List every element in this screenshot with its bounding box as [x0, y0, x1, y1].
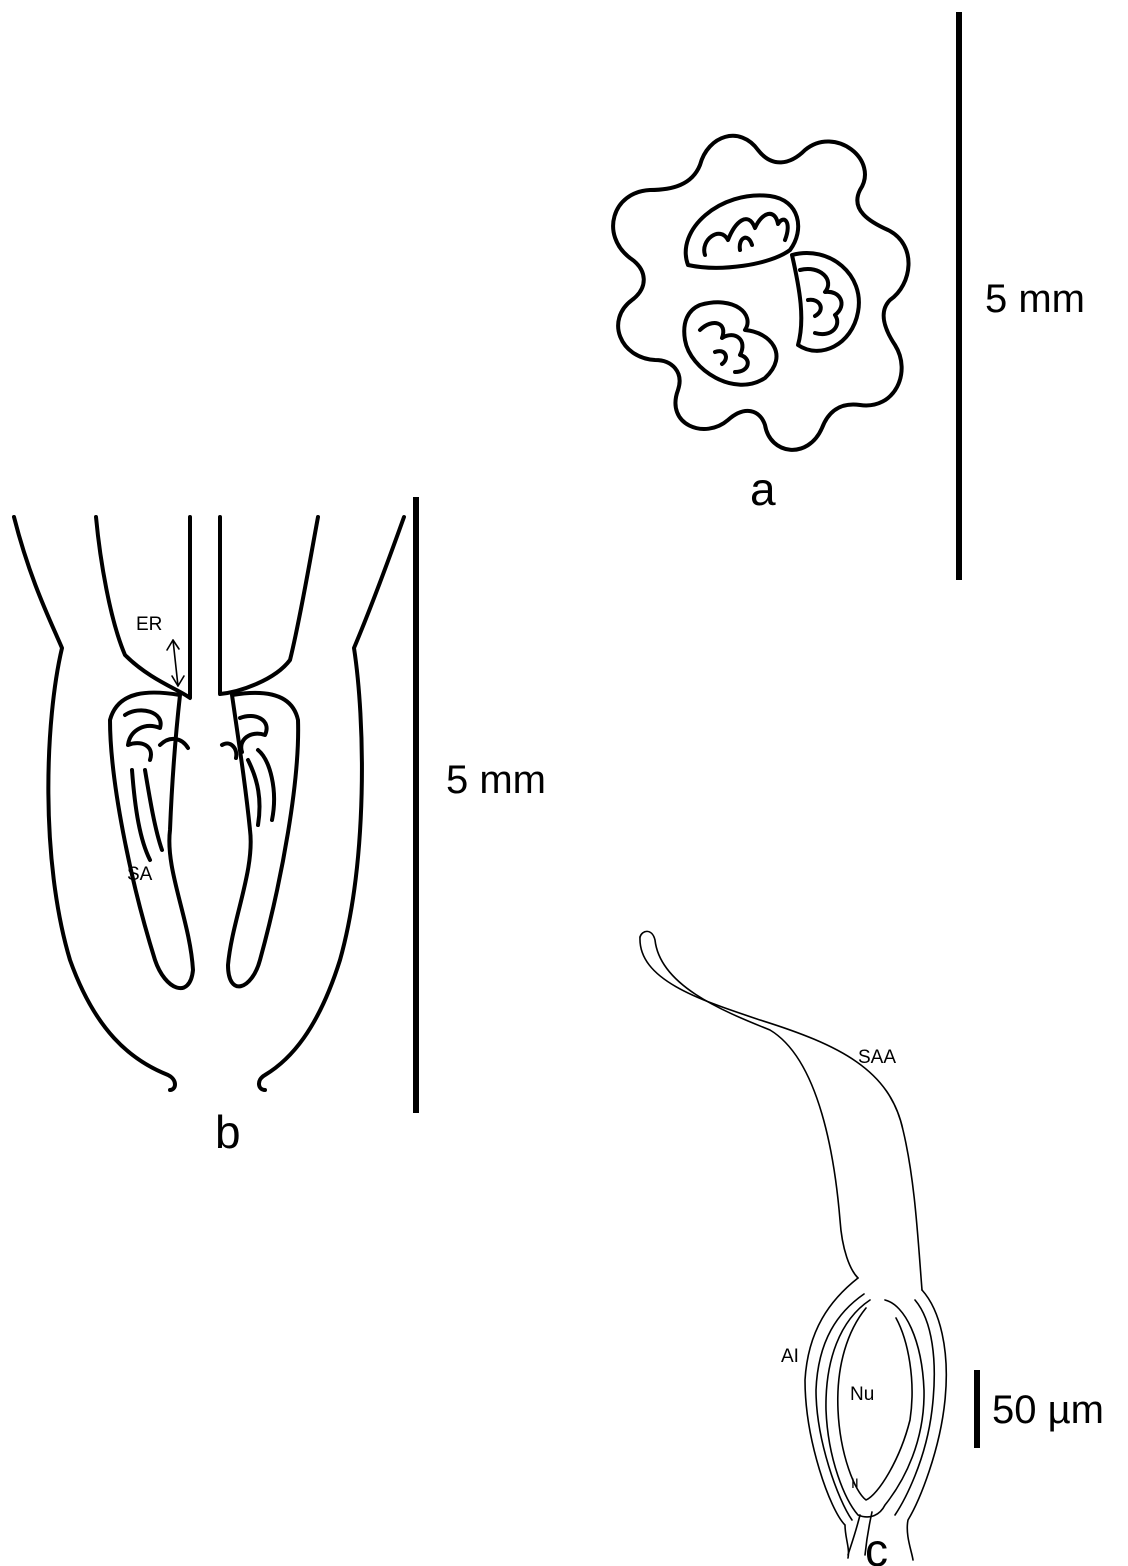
- panel-letter-a: a: [750, 463, 776, 515]
- ovule-folds-right: [800, 269, 842, 334]
- panel-c: SAA AI Nu II 50 µm c: [640, 931, 1104, 1566]
- inner-wall-right: [220, 517, 318, 694]
- locule-left: [110, 693, 193, 989]
- inner-integument: [826, 1300, 924, 1517]
- label-saa: SAA: [858, 1047, 896, 1068]
- panel-b: ER SA 5 mm b: [14, 497, 546, 1158]
- ovule-folds-left: [125, 710, 188, 860]
- cross-section-outline: [613, 136, 908, 450]
- panel-letter-c: c: [865, 1524, 888, 1566]
- label-ii: II: [851, 1475, 859, 1491]
- ovule-folds-bottom-left: [700, 323, 748, 372]
- scale-label-b: 5 mm: [446, 758, 546, 802]
- label-er: ER: [136, 614, 162, 635]
- ovule-folds-top: [704, 214, 788, 255]
- locule-top: [686, 195, 798, 267]
- stylar-appendage-right: [640, 937, 922, 1290]
- stylar-appendage-left: [640, 931, 858, 1278]
- panel-a: 5 mm a: [613, 12, 1085, 580]
- label-ai: AI: [781, 1346, 799, 1367]
- locule-right: [228, 693, 298, 987]
- scale-label-a: 5 mm: [985, 277, 1085, 321]
- nucellus: [838, 1308, 912, 1500]
- panel-letter-b: b: [215, 1106, 241, 1158]
- label-nu: Nu: [850, 1384, 874, 1405]
- scale-label-c: 50 µm: [992, 1388, 1104, 1432]
- locule-bottom-left: [684, 302, 776, 384]
- outer-wall-right: [259, 517, 404, 1090]
- label-sa: SA: [127, 864, 153, 885]
